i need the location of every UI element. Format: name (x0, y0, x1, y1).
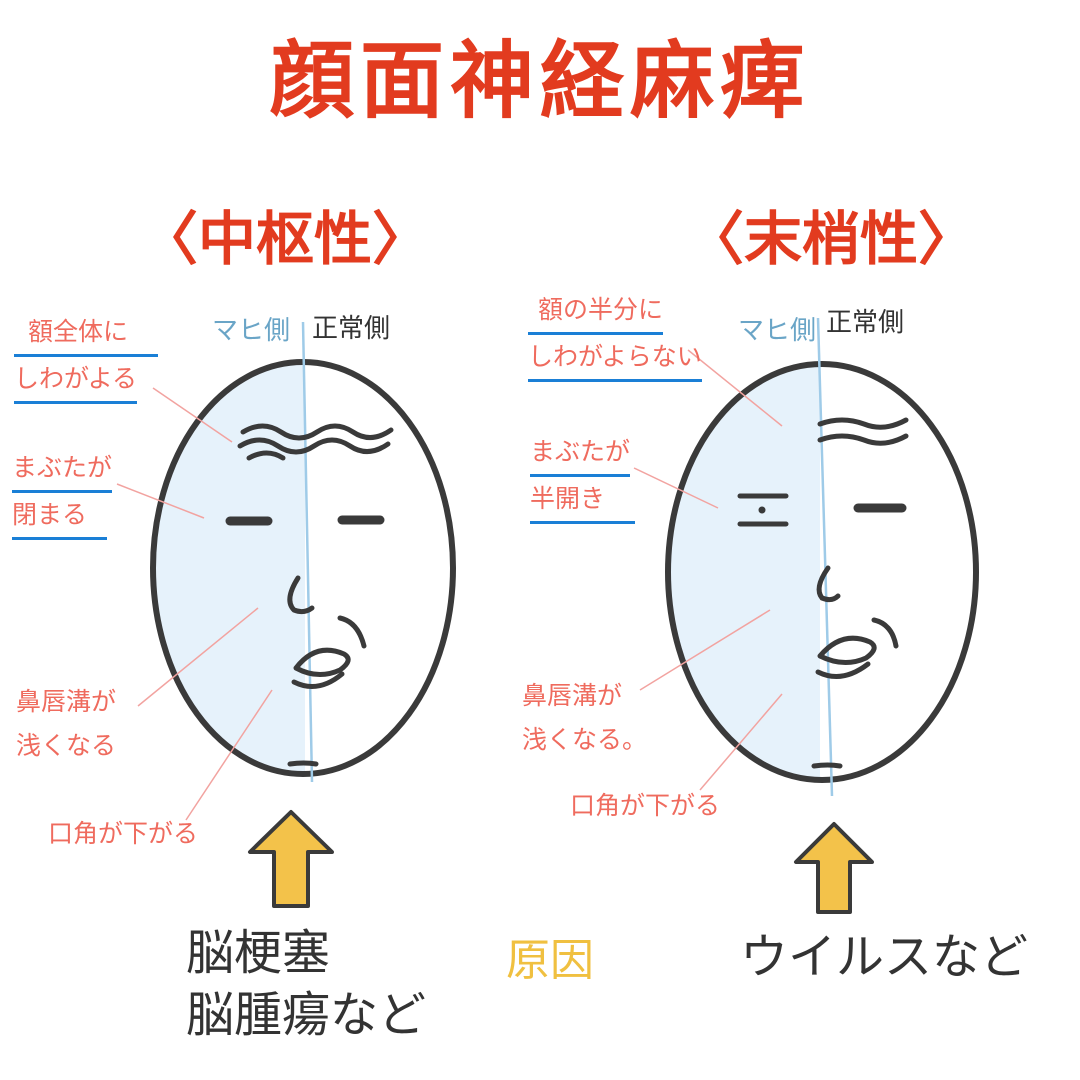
peripheral-wrinkle (817, 433, 909, 446)
central-wrinkle (237, 437, 391, 455)
central-cause-arrow-icon (248, 810, 334, 908)
peripheral-eyelid-line1: まぶたが (530, 430, 631, 477)
central-eyelid-line1: まぶたが (12, 446, 113, 493)
central-nasolabial-leader (137, 607, 259, 707)
cause-label: 原因 (506, 935, 594, 986)
central-nasolabial-note: 鼻唇溝が 浅くなる (16, 680, 116, 768)
peripheral-paralysis-side-label: マヒ側 (738, 316, 817, 346)
peripheral-cause: ウイルスなど (740, 929, 1029, 985)
central-forehead-line2: しわがよる (14, 357, 138, 404)
central-heading: 〈中枢性〉 (140, 205, 431, 273)
central-chin (287, 760, 319, 767)
peripheral-mouth-corner-label: 口角が下がる (570, 791, 721, 820)
central-nasolabial-line2: 浅くなる (16, 731, 117, 760)
peripheral-left-eye-pupil (758, 506, 766, 514)
peripheral-forehead-line2: しわがよらない (528, 335, 702, 382)
central-nasolabial-fold (337, 615, 367, 649)
peripheral-face-outline (665, 361, 979, 783)
peripheral-heading: 〈末梢性〉 (686, 205, 977, 273)
peripheral-wrinkle (817, 417, 909, 430)
central-nose (287, 575, 315, 615)
peripheral-chin (811, 762, 843, 769)
central-cause-line1: 脳梗塞 (186, 925, 331, 981)
peripheral-eyelid-leader (633, 467, 719, 509)
peripheral-nasolabial-line1: 鼻唇溝が (522, 681, 623, 710)
central-midline (301, 321, 314, 783)
peripheral-forehead-note: 額の半分に しわがよらない (528, 288, 702, 382)
central-mouth-leader (185, 689, 273, 821)
central-mouth-note: 口角が下がる (48, 812, 198, 856)
peripheral-forehead-line1: 額の半分に (528, 288, 664, 335)
central-forehead-line1: 額全体に (14, 310, 159, 357)
peripheral-midline (816, 317, 834, 797)
central-mouth (293, 647, 351, 677)
peripheral-nose (816, 565, 841, 603)
central-paralysis-side-label: マヒ側 (212, 316, 291, 346)
peripheral-eyelid-note: まぶたが 半開き (530, 430, 636, 524)
central-mouth-corner-label: 口角が下がる (48, 819, 199, 848)
peripheral-mouth-note: 口角が下がる (570, 784, 720, 828)
peripheral-nasolabial-note: 鼻唇溝が 浅くなる。 (522, 674, 647, 762)
peripheral-nasolabial-line2: 浅くなる。 (522, 725, 648, 754)
central-wrinkle (240, 423, 394, 441)
peripheral-mouth-lower (815, 661, 871, 679)
central-cause: 脳梗塞 脳腫瘍など (186, 922, 426, 1046)
page-title: 顔面神経麻痺 (269, 32, 810, 130)
peripheral-normal-side-label: 正常側 (826, 308, 905, 338)
central-paralysis-shade (153, 362, 305, 774)
central-face (116, 321, 456, 908)
central-eyelid-line2: 閉まる (12, 493, 108, 540)
central-eyelid-note: まぶたが 閉まる (12, 446, 113, 540)
peripheral-mouth-leader (699, 693, 783, 791)
central-forehead-note: 額全体に しわがよる (14, 310, 159, 404)
peripheral-nasolabial-leader (639, 609, 771, 691)
central-nasolabial-line1: 鼻唇溝が (16, 687, 117, 716)
peripheral-paralysis-shade (668, 364, 820, 780)
central-forehead-leader (152, 387, 233, 443)
peripheral-nasolabial-fold (871, 617, 899, 649)
peripheral-mouth (817, 635, 877, 665)
peripheral-eyelid-line2: 半開き (530, 477, 636, 524)
central-wrinkle (246, 450, 286, 461)
central-eyelid-leader (116, 483, 205, 519)
central-normal-side-label: 正常側 (312, 314, 391, 344)
central-cause-line2: 脳腫瘍など (186, 987, 427, 1043)
peripheral-cause-arrow-icon (794, 822, 874, 914)
peripheral-forehead-leader (687, 349, 783, 427)
central-mouth-lower (291, 671, 345, 689)
